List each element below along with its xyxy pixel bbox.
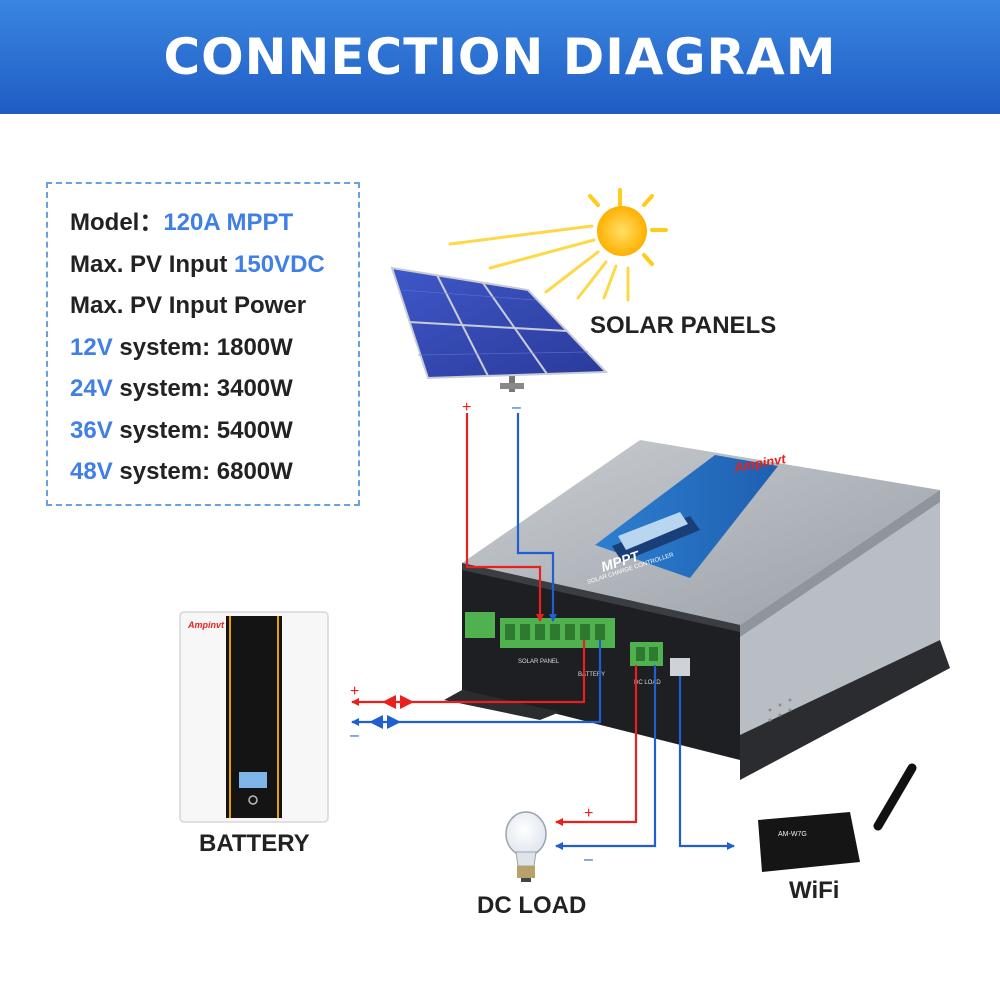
dc-load-label: DC LOAD (477, 892, 587, 919)
battery-label: BATTERY (199, 830, 310, 857)
battery-brand: Ampinvt (187, 620, 225, 630)
wire-pv-positive (465, 413, 544, 622)
terminal-label-battery: BATTERY (578, 672, 605, 678)
spec-36v: 36V system: 5400W (70, 416, 293, 444)
load-minus-mark: – (584, 851, 593, 868)
wire-wifi (678, 676, 735, 850)
spec-12v: 12V system: 1800W (70, 333, 293, 361)
spec-24v: 24V system: 3400W (70, 375, 293, 402)
wire-pv-negative (516, 413, 557, 622)
header-banner: CONNECTION DIAGRAM (0, 0, 1000, 114)
spec-model: Model：120A MPPT (70, 209, 294, 236)
mppt-controller: Ampinvt MPPT SOLAR CHARGE CONTROLLER SOL… (444, 440, 950, 780)
terminal-block-solar-battery (500, 618, 615, 648)
rj45-port (670, 658, 690, 676)
wire-battery-negative (351, 640, 602, 729)
terminal-label-load: DC LOAD (634, 680, 661, 686)
wire-load-positive (555, 665, 638, 826)
battery-minus-mark: – (350, 727, 359, 744)
terminal-block-load (630, 642, 663, 666)
pv-minus-mark: – (512, 399, 521, 416)
battery-illustration: Ampinvt (179, 611, 329, 823)
wifi-module-model: AM-W7G (778, 831, 807, 838)
page-title: CONNECTION DIAGRAM (163, 28, 837, 86)
wifi-label: WiFi (789, 877, 840, 904)
solar-panels-label: SOLAR PANELS (590, 312, 777, 339)
spec-max-pv-power: Max. PV Input Power (70, 292, 307, 319)
light-bulb-icon (505, 811, 547, 882)
solar-panel-illustration (390, 266, 609, 392)
battery-plus-mark: + (350, 683, 359, 700)
spec-48v: 48V system: 6800W (70, 458, 293, 485)
terminal-label-solar: SOLAR PANEL (518, 659, 560, 665)
spec-box: Model：120A MPPT Max. PV Input 150VDC Max… (46, 182, 360, 506)
load-plus-mark: + (584, 805, 593, 822)
wire-battery-positive (351, 640, 586, 709)
sun-icon (448, 188, 668, 302)
wifi-module: AM-W7G (758, 763, 917, 872)
pv-plus-mark: + (462, 399, 471, 416)
wire-load-negative (555, 665, 657, 850)
spec-max-pv-input: Max. PV Input 150VDC (70, 250, 325, 278)
